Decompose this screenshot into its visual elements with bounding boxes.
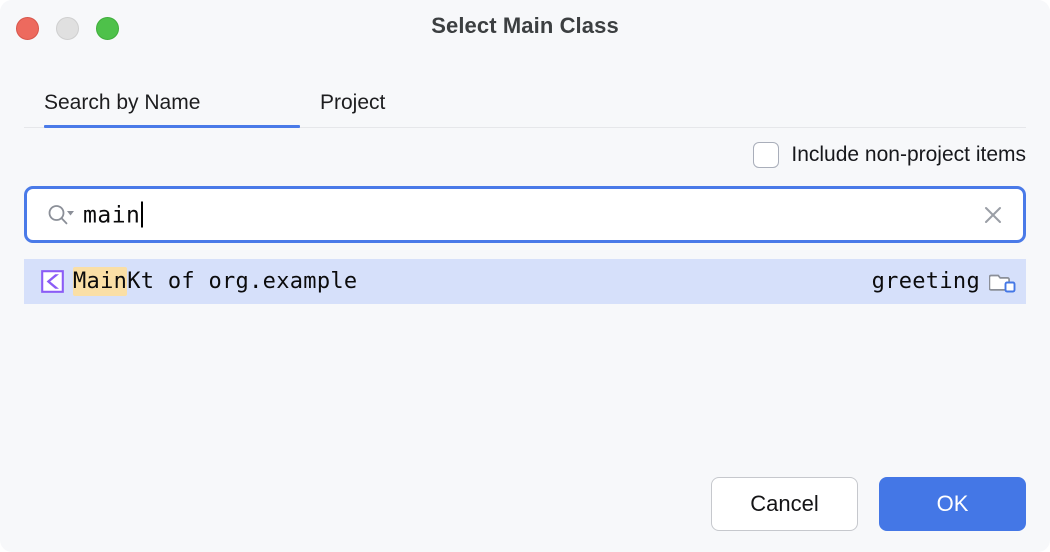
tab-search-by-name[interactable]: Search by Name — [44, 91, 201, 114]
module-folder-icon — [988, 269, 1016, 294]
minimize-window-button[interactable] — [56, 17, 79, 40]
result-name-rest: Kt — [127, 269, 155, 294]
result-row[interactable]: MainKt of org.example greeting — [24, 259, 1026, 304]
include-non-project-items-checkbox[interactable] — [753, 142, 780, 168]
dialog-title: Select Main Class — [431, 13, 619, 38]
results-list: MainKt of org.example greeting — [24, 259, 1026, 439]
result-row-label: MainKt of org.example — [73, 267, 358, 296]
cancel-button[interactable]: Cancel — [711, 477, 858, 531]
tab-separator — [24, 127, 1026, 128]
kotlin-file-icon — [40, 269, 65, 294]
include-non-project-items-label: Include non-project items — [791, 143, 1026, 166]
tab-active-indicator — [44, 125, 300, 128]
maximize-window-button[interactable] — [96, 17, 119, 40]
search-input-value[interactable]: main — [83, 201, 144, 228]
search-input-text: main — [83, 202, 141, 228]
result-module-label: greeting — [871, 269, 980, 294]
result-location-prefix: of — [154, 269, 209, 294]
tab-bar: Search by Name Project — [0, 78, 1050, 130]
result-match-highlight: Main — [73, 267, 128, 296]
clear-search-icon[interactable] — [982, 204, 1004, 226]
search-field[interactable]: main — [24, 186, 1026, 243]
ok-button[interactable]: OK — [879, 477, 1026, 531]
text-caret — [141, 201, 144, 227]
result-location: org.example — [208, 269, 358, 294]
title-bar: Select Main Class — [0, 0, 1050, 62]
search-icon[interactable] — [47, 204, 77, 226]
tab-project[interactable]: Project — [320, 91, 386, 114]
close-window-button[interactable] — [16, 17, 39, 40]
dialog-footer: Cancel OK — [711, 477, 1026, 531]
include-non-project-items-row[interactable]: Include non-project items — [753, 141, 1026, 169]
